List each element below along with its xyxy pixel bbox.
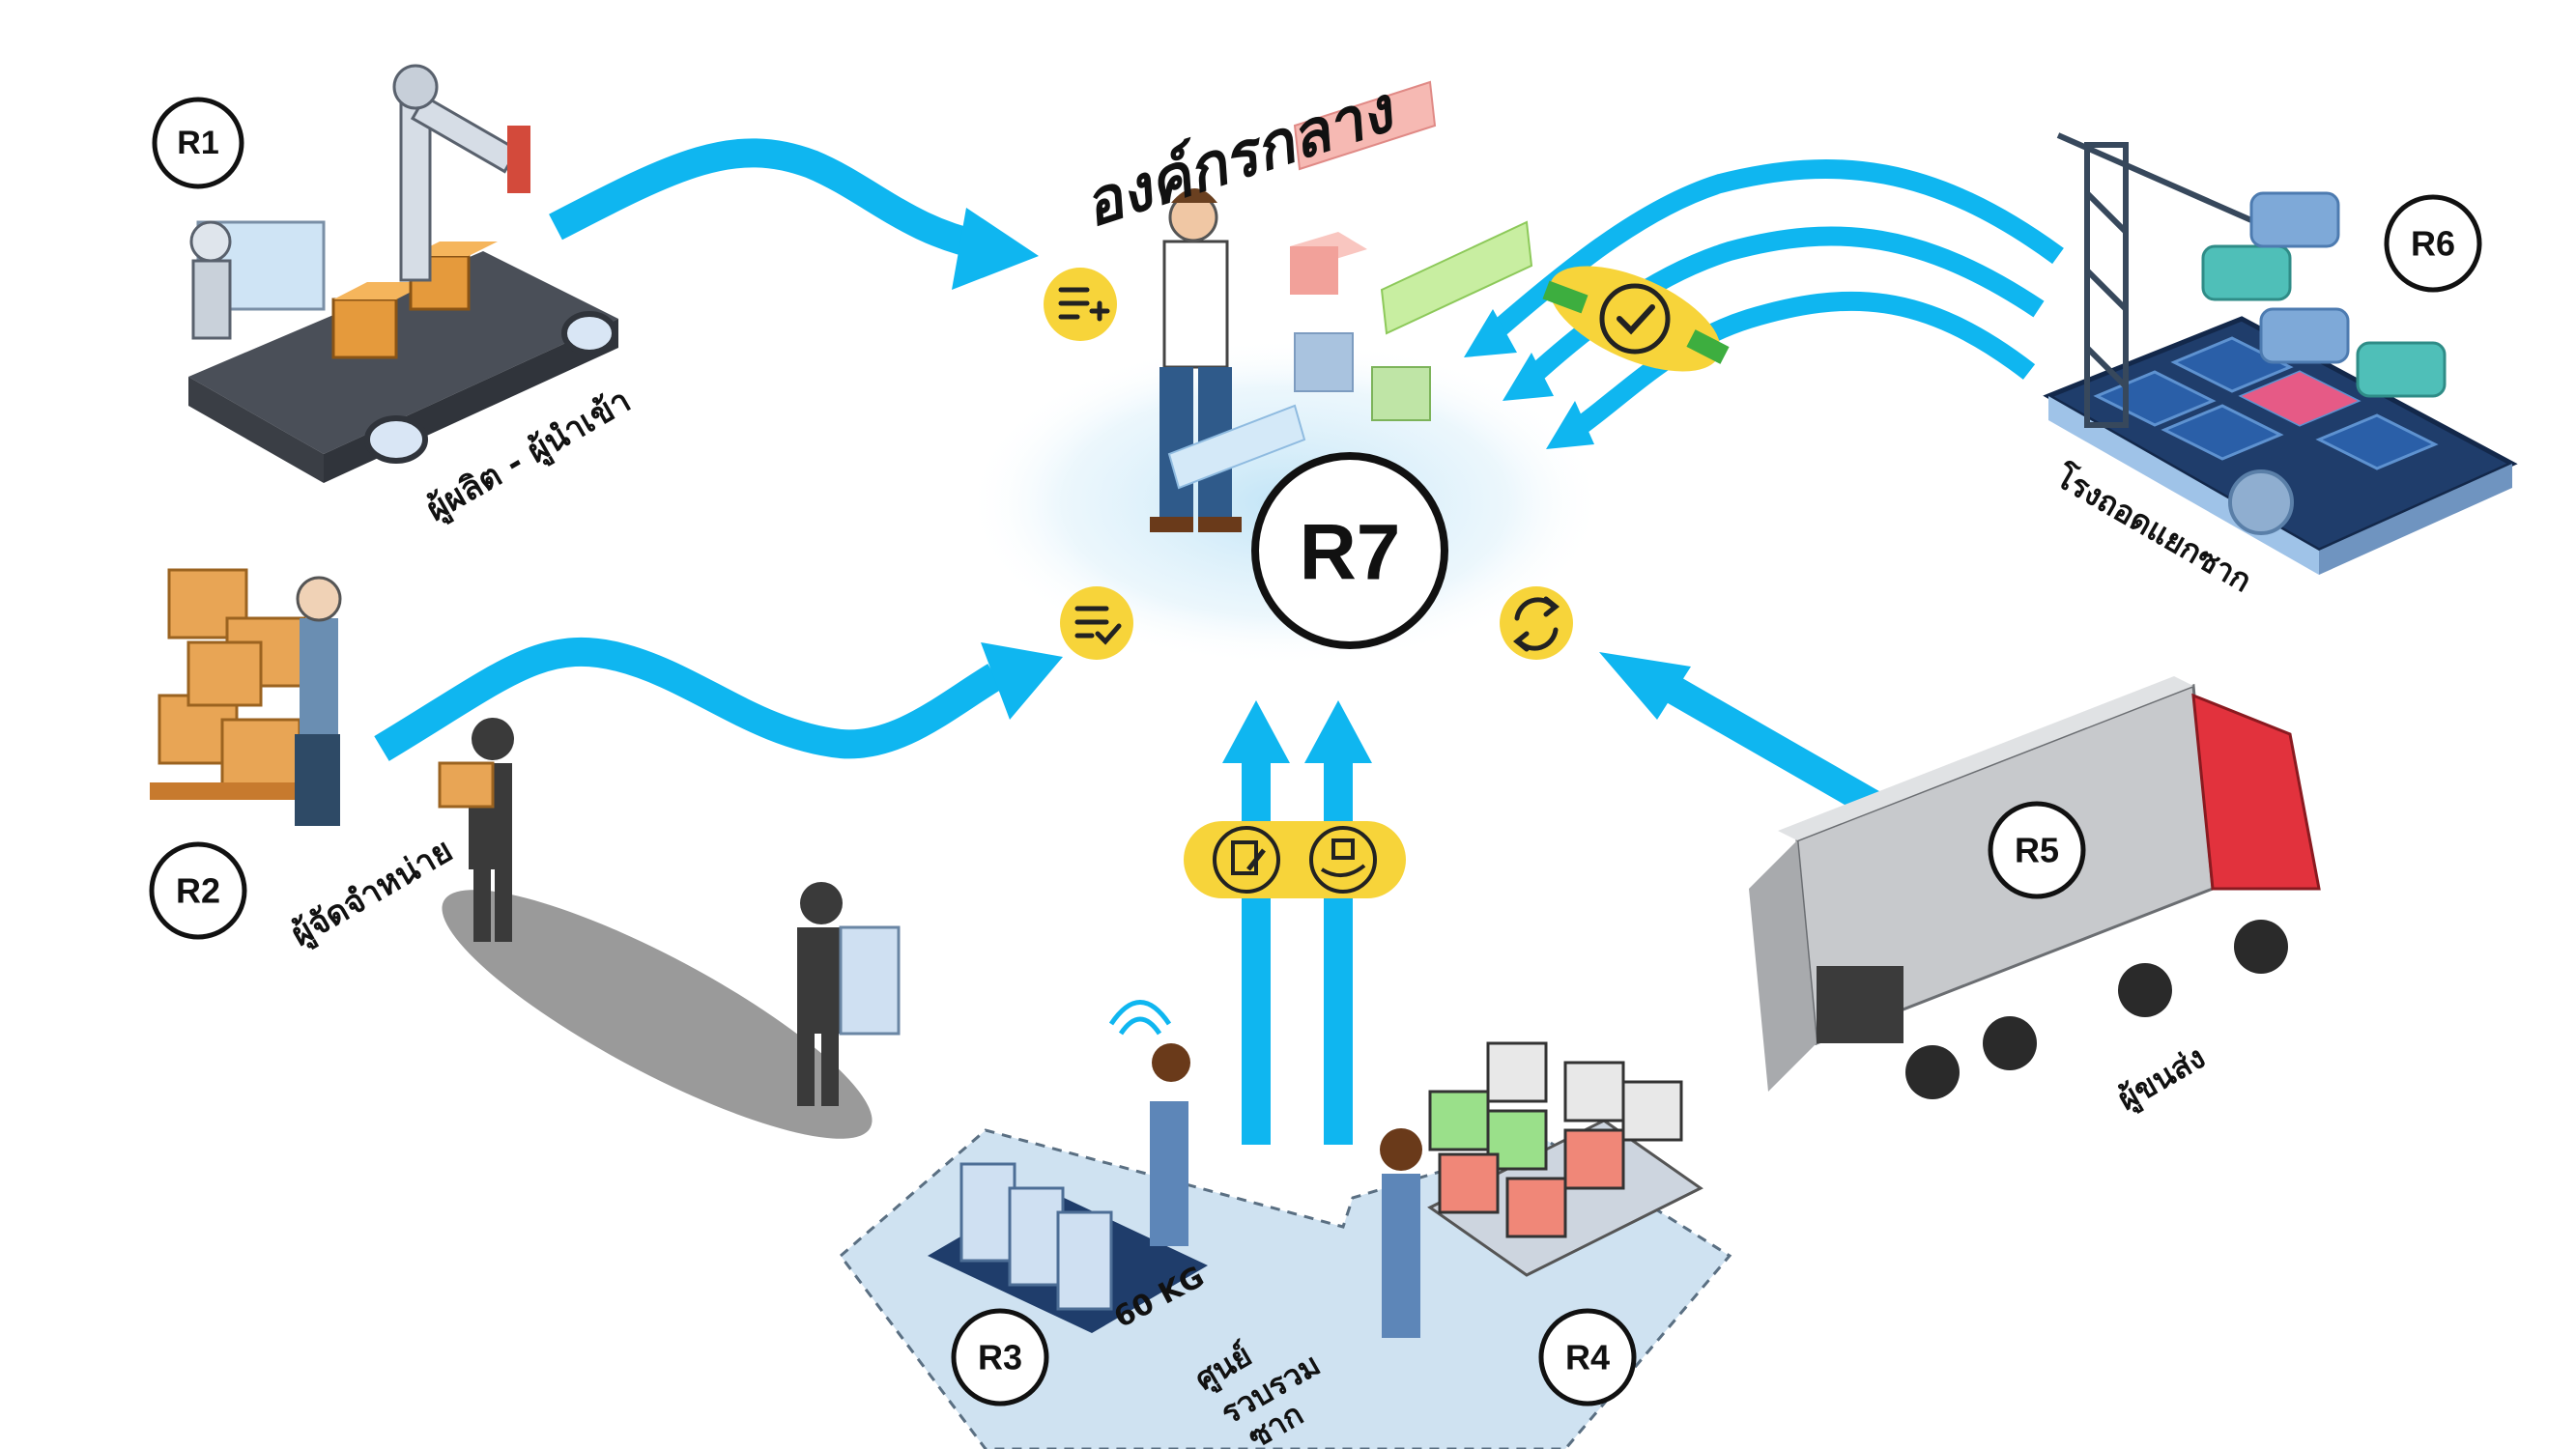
add-list-icon[interactable] xyxy=(1044,268,1117,341)
node-r3[interactable]: R3 xyxy=(951,1308,1049,1406)
node-labels: R1 R2 R3 R4 R5 R6 R7 xyxy=(149,97,2482,1406)
node-r5[interactable]: R5 xyxy=(1988,801,2086,899)
arrowhead-up-left xyxy=(1222,700,1290,763)
arrow-r2 xyxy=(374,637,1003,761)
node-r4-label: R4 xyxy=(1565,1338,1610,1378)
edit-document-icon[interactable] xyxy=(1213,826,1280,894)
arrowhead-r1 xyxy=(952,208,1039,290)
arrowhead-r6-c xyxy=(1546,401,1594,449)
node-r6-label: R6 xyxy=(2411,224,2455,264)
node-r3-label: R3 xyxy=(978,1338,1022,1378)
distributor-caption: ผู้จัดจำหน่าย xyxy=(285,831,460,954)
check-list-icon[interactable] xyxy=(1060,586,1133,660)
producer-illustration xyxy=(188,64,618,483)
node-r2-label: R2 xyxy=(176,871,220,911)
recycle-icon[interactable] xyxy=(1500,586,1573,660)
hand-box-icon[interactable] xyxy=(1309,826,1377,894)
arrow-r6-c xyxy=(1569,291,2036,439)
node-r6[interactable]: R6 xyxy=(2384,194,2482,293)
badges xyxy=(1044,244,1735,898)
arrowhead-up-right xyxy=(1304,700,1372,763)
node-r4[interactable]: R4 xyxy=(1538,1308,1637,1406)
arrowhead-r2 xyxy=(981,642,1063,720)
arrowhead-r6-a xyxy=(1464,309,1517,357)
arrow-r5 xyxy=(1659,672,1902,830)
checkmark-icon[interactable] xyxy=(1534,244,1735,393)
node-r2[interactable]: R2 xyxy=(149,841,247,940)
arrow-heads xyxy=(952,208,1691,763)
arrow-r1 xyxy=(549,138,988,261)
node-r5-label: R5 xyxy=(2015,831,2059,870)
dismantling-facility-illustration xyxy=(2043,132,2518,575)
central-organization-illustration xyxy=(1150,80,1533,532)
collection-center-illustration: 60 KG xyxy=(838,1000,1732,1449)
arrowhead-r5 xyxy=(1599,652,1691,720)
transporter-caption: ผู้ขนส่ง xyxy=(2111,1038,2213,1119)
node-r7-label: R7 xyxy=(1300,509,1401,597)
node-r7-center[interactable]: R7 xyxy=(1251,452,1448,649)
page-title: องค์กรกลาง xyxy=(1074,73,1405,242)
node-r1[interactable]: R1 xyxy=(152,97,244,189)
distributor-illustration xyxy=(150,568,901,1139)
node-r1-label: R1 xyxy=(177,125,218,161)
arrowhead-r6-b xyxy=(1503,353,1554,401)
